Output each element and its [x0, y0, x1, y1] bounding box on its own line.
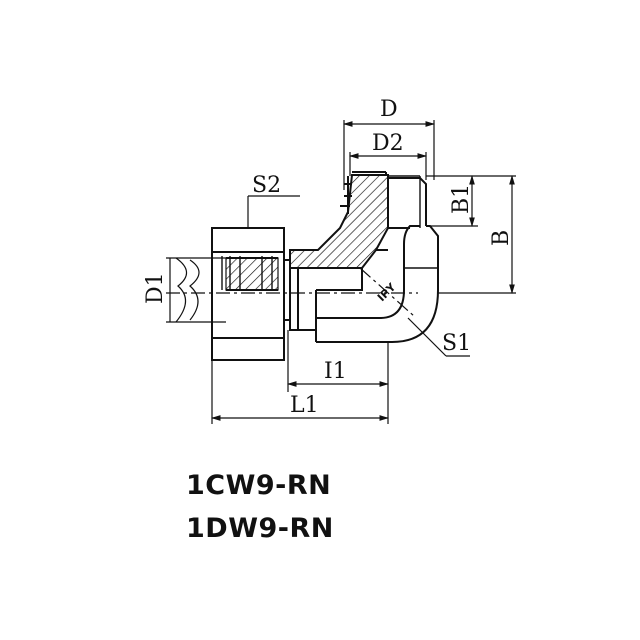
body-top-thread — [340, 171, 386, 214]
elbow-body — [289, 171, 439, 343]
dim-label-I1: I1 — [324, 359, 347, 384]
dim-label-D1: D1 — [143, 272, 168, 304]
nut — [211, 227, 290, 361]
dim-label-S1: S1 — [442, 331, 471, 356]
body-lower — [289, 268, 317, 342]
part-code-1: 1CW9-RN — [186, 470, 332, 501]
body-section-hatch — [289, 174, 389, 269]
dim-D — [343, 120, 435, 190]
elbow-inner-curve — [316, 225, 420, 319]
dim-label-B: B — [489, 230, 514, 246]
dim-label-D: D — [380, 97, 398, 122]
dim-S1 — [407, 317, 470, 357]
dim-B — [438, 175, 516, 294]
top-stud — [385, 172, 427, 228]
dim-I1 — [287, 330, 389, 424]
dim-S2 — [247, 195, 300, 228]
elbow-outer-curve — [316, 225, 439, 343]
dim-B1 — [426, 175, 516, 227]
dim-label-B1: B1 — [449, 184, 474, 214]
dim-D1 — [166, 257, 226, 323]
nut-outline — [211, 227, 285, 361]
dim-label-S2: S2 — [252, 173, 281, 198]
part-code-2: 1DW9-RN — [186, 513, 334, 544]
top-stud-inner — [388, 175, 421, 228]
dim-label-L1: L1 — [290, 393, 319, 418]
center-lines — [166, 267, 418, 317]
elbow-step — [316, 227, 410, 291]
diagonal-centerline — [359, 267, 415, 317]
nut-hatch — [225, 257, 279, 291]
dim-D2 — [349, 152, 427, 180]
brand-mark: IPY — [375, 280, 399, 304]
dim-L1 — [211, 360, 389, 424]
dim-label-D2: D2 — [372, 131, 404, 156]
